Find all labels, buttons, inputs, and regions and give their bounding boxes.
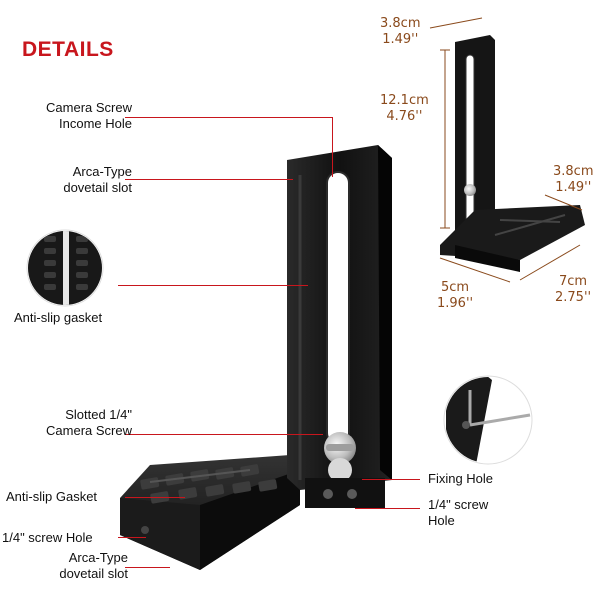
hex-key-closeup-icon — [443, 375, 533, 465]
leader-slotted-screw — [125, 434, 323, 435]
label-dovetail-bottom: Arca-Type dovetail slot — [59, 550, 128, 581]
vertical-arm — [287, 145, 392, 508]
dimension-lines — [429, 17, 583, 283]
leader-dovetail-bottom — [125, 567, 170, 568]
label-camera-screw-hole: Camera Screw Income Hole — [46, 100, 132, 131]
leader-anti-slip-lower — [125, 497, 185, 498]
dim-base-width: 3.8cm 1.49'' — [553, 164, 594, 195]
label-fixing-hole: Fixing Hole — [428, 471, 494, 486]
leader-dovetail-top — [125, 179, 293, 180]
leader-screw-hole-left — [118, 537, 146, 538]
dim-height: 12.1cm 4.76'' — [380, 93, 429, 124]
label-anti-slip-upper: Anti-slip gasket — [14, 310, 103, 325]
anti-slip-closeup-icon — [26, 229, 104, 307]
l-bracket-icon — [440, 35, 585, 272]
base-plate — [120, 455, 300, 570]
label-anti-slip-lower: Anti-slip Gasket — [6, 489, 98, 504]
dim-top-width: 3.8cm 1.49'' — [380, 16, 421, 47]
leader-screw-hole-right — [355, 508, 420, 509]
label-screw-hole-right: 1/4" screw Hole — [428, 497, 489, 528]
dim-base-long: 7cm 2.75'' — [555, 274, 592, 305]
leader-fixing-hole — [362, 479, 420, 480]
label-dovetail-top: Arca-Type dovetail slot — [63, 164, 132, 195]
label-screw-hole-left: 1/4" screw Hole — [2, 530, 93, 545]
leader-camera-screw-hole-drop — [332, 117, 333, 177]
leader-anti-slip-upper — [118, 285, 308, 286]
label-slotted-screw: Slotted 1/4" Camera Screw — [46, 407, 132, 438]
page-title: DETAILS — [22, 38, 114, 61]
dim-base-short: 5cm 1.96'' — [437, 280, 474, 311]
leader-camera-screw-hole — [125, 117, 333, 118]
